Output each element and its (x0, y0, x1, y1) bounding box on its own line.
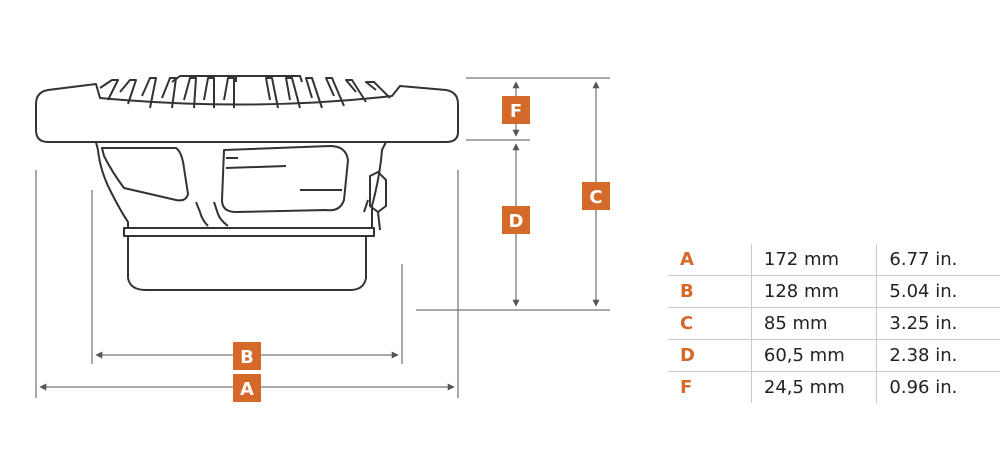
badge-b: B (233, 342, 261, 370)
dimension-mm: 85 mm (750, 307, 877, 340)
table-row: B 128 mm 5.04 in. (668, 275, 1000, 308)
speaker-outline (35, 75, 459, 291)
dimension-mm: 60,5 mm (750, 339, 877, 372)
badge-a: A (233, 374, 261, 402)
dimension-label: D (668, 339, 752, 372)
dimension-label: C (668, 307, 752, 340)
table-row: F 24,5 mm 0.96 in. (668, 371, 1000, 403)
basket-window-right (221, 145, 349, 213)
dimension-inch: 3.25 in. (876, 307, 1000, 340)
dimension-inch: 6.77 in. (876, 244, 1000, 276)
dimension-label: B (668, 275, 752, 308)
badge-c: C (582, 182, 610, 210)
dimension-mm: 172 mm (750, 244, 877, 276)
dimension-inch: 0.96 in. (876, 371, 1000, 403)
dimension-inch: 2.38 in. (876, 339, 1000, 372)
dimension-guides (35, 77, 610, 398)
badge-b-text: B (240, 347, 254, 368)
badge-c-text: C (589, 187, 602, 208)
table-row: D 60,5 mm 2.38 in. (668, 339, 1000, 372)
basket-frame (95, 141, 387, 229)
badge-d: D (502, 206, 530, 234)
dimension-mm: 128 mm (750, 275, 877, 308)
table-row: A 172 mm 6.77 in. (668, 244, 1000, 276)
table-row: C 85 mm 3.25 in. (668, 307, 1000, 340)
terminal (369, 171, 387, 213)
badge-a-text: A (240, 379, 254, 400)
badge-f-text: F (510, 101, 522, 122)
dimension-inch: 5.04 in. (876, 275, 1000, 308)
basket-window-left (101, 147, 189, 202)
basket-flange (35, 83, 459, 143)
dimension-label: F (680, 377, 693, 398)
dimension-label: A (668, 244, 752, 276)
dimensions-table: A 172 mm 6.77 in. B 128 mm 5.04 in. C 85… (668, 244, 1000, 403)
magnet (123, 227, 375, 291)
badge-f: F (502, 96, 530, 124)
grille-fins (99, 75, 391, 109)
dimension-mm: 24,5 mm (750, 371, 877, 403)
badge-d-text: D (509, 211, 524, 232)
